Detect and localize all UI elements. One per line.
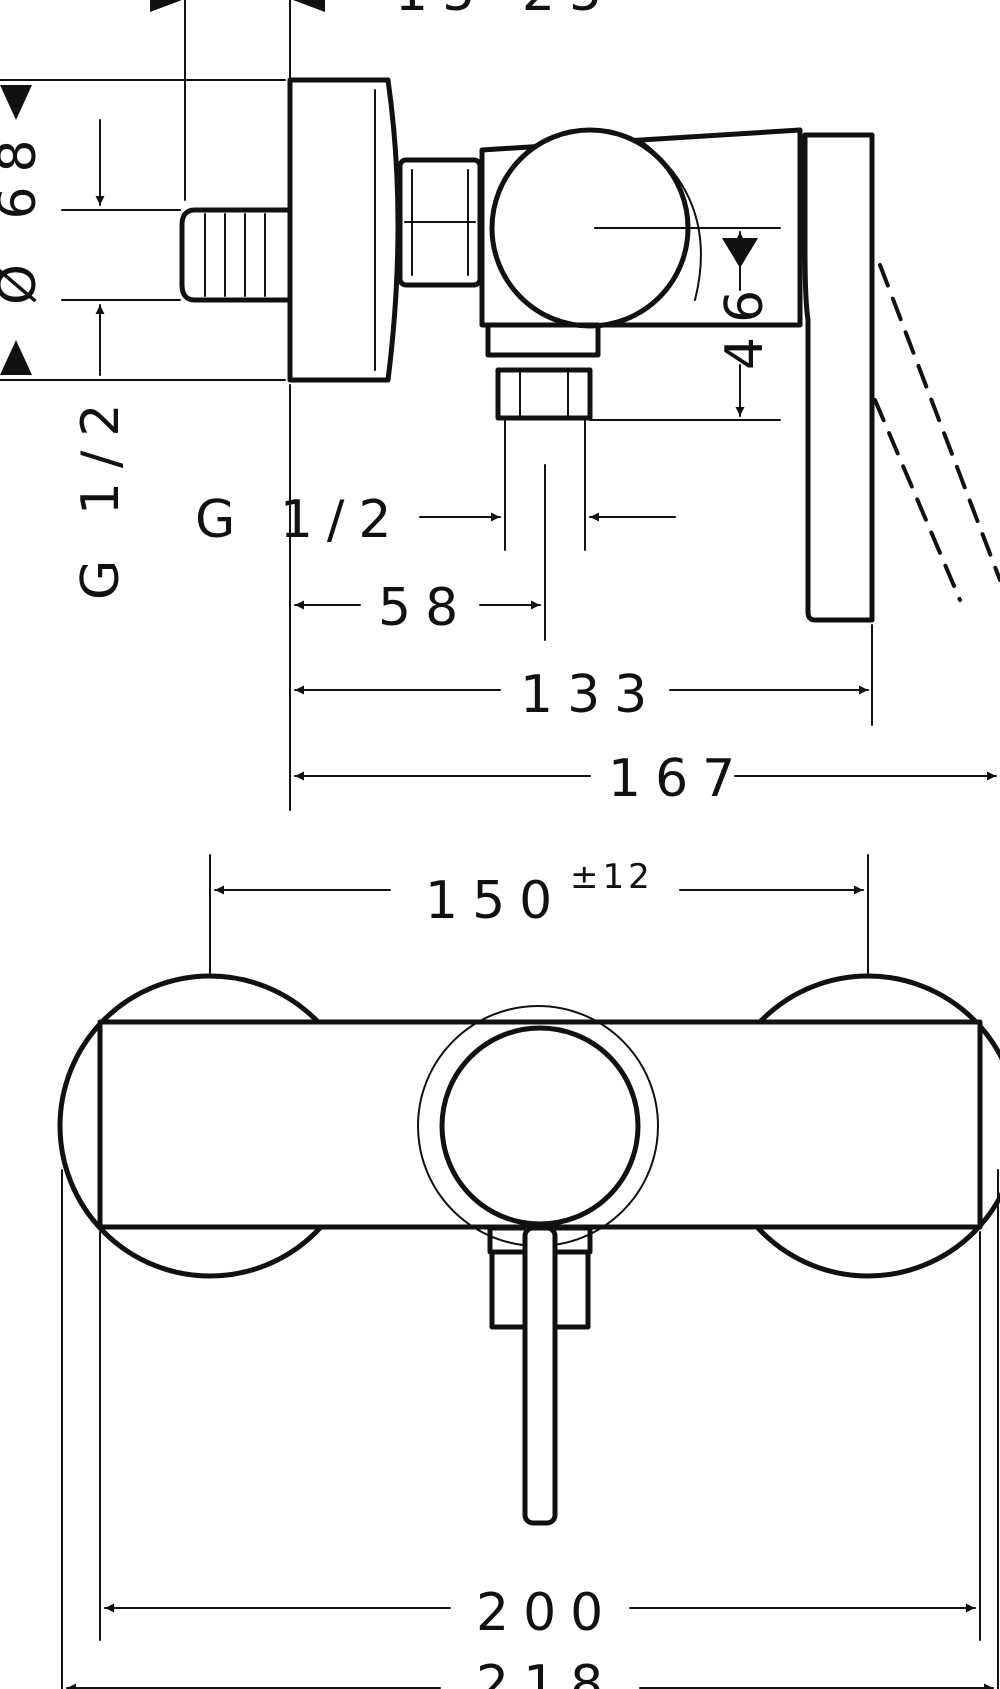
dim-label-46: 46: [715, 276, 775, 370]
valve-body: [479, 127, 803, 328]
handle-alt-position: [878, 263, 1000, 582]
dim-label-15-25: 15-25: [395, 0, 616, 23]
dim-label-200: 200: [476, 1583, 617, 1643]
cartridge-inner: [439, 1025, 641, 1227]
front-lever: [522, 1225, 558, 1526]
arrowhead: [150, 0, 182, 12]
arrowhead: [0, 340, 32, 375]
cartridge-shadow: [639, 139, 702, 301]
wall-rosette: [287, 77, 401, 383]
dim-label-thread-left: G 1/2: [71, 389, 131, 600]
dim-label-58: 58: [378, 578, 472, 638]
dim-label-167: 167: [608, 749, 749, 809]
front-view: 150 ±12 200 218: [57, 854, 1000, 1689]
arrowhead: [0, 85, 32, 120]
threaded-connector: [179, 207, 293, 303]
dim-label-thread-outlet: G 1/2: [195, 490, 406, 550]
mixer-body: [97, 1019, 983, 1230]
outlet-base: [485, 322, 601, 358]
handle-alt-position: [873, 398, 962, 602]
dim-label-133: 133: [520, 665, 661, 725]
dim-label-tolerance: ±12: [570, 857, 654, 897]
outlet-nut: [495, 367, 593, 421]
handle-lever: [802, 132, 875, 623]
side-view: 15-25 Ø 68: [0, 0, 1000, 811]
dim-label-diameter: Ø 68: [0, 125, 48, 305]
dim-label-218: 218: [476, 1655, 617, 1689]
arrowhead: [293, 0, 325, 12]
arrowhead: [722, 238, 758, 268]
dim-label-150: 150: [425, 871, 566, 931]
